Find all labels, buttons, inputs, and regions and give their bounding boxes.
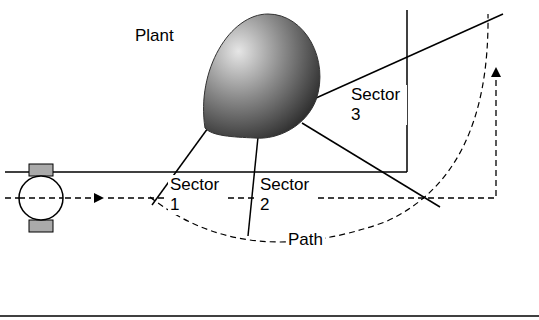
robot-body bbox=[19, 176, 63, 220]
plant-shape bbox=[204, 14, 320, 138]
sector-line bbox=[316, 14, 503, 98]
ground-line bbox=[0, 315, 539, 317]
sector-label: Sector 1 bbox=[168, 175, 228, 215]
path-label: Path bbox=[286, 230, 325, 250]
path-arrow bbox=[5, 197, 103, 198]
robot-wheel bbox=[29, 220, 53, 232]
sector-line bbox=[302, 123, 440, 207]
path-arrow bbox=[19, 197, 63, 198]
sector-line bbox=[248, 137, 258, 236]
sector-label: Sector 2 bbox=[258, 175, 318, 215]
sector-label: Sector 3 bbox=[349, 85, 407, 125]
plant-label: Plant bbox=[133, 26, 176, 46]
robot-wheel bbox=[29, 164, 53, 176]
sweep-arc bbox=[150, 14, 488, 242]
row-line bbox=[5, 171, 407, 173]
